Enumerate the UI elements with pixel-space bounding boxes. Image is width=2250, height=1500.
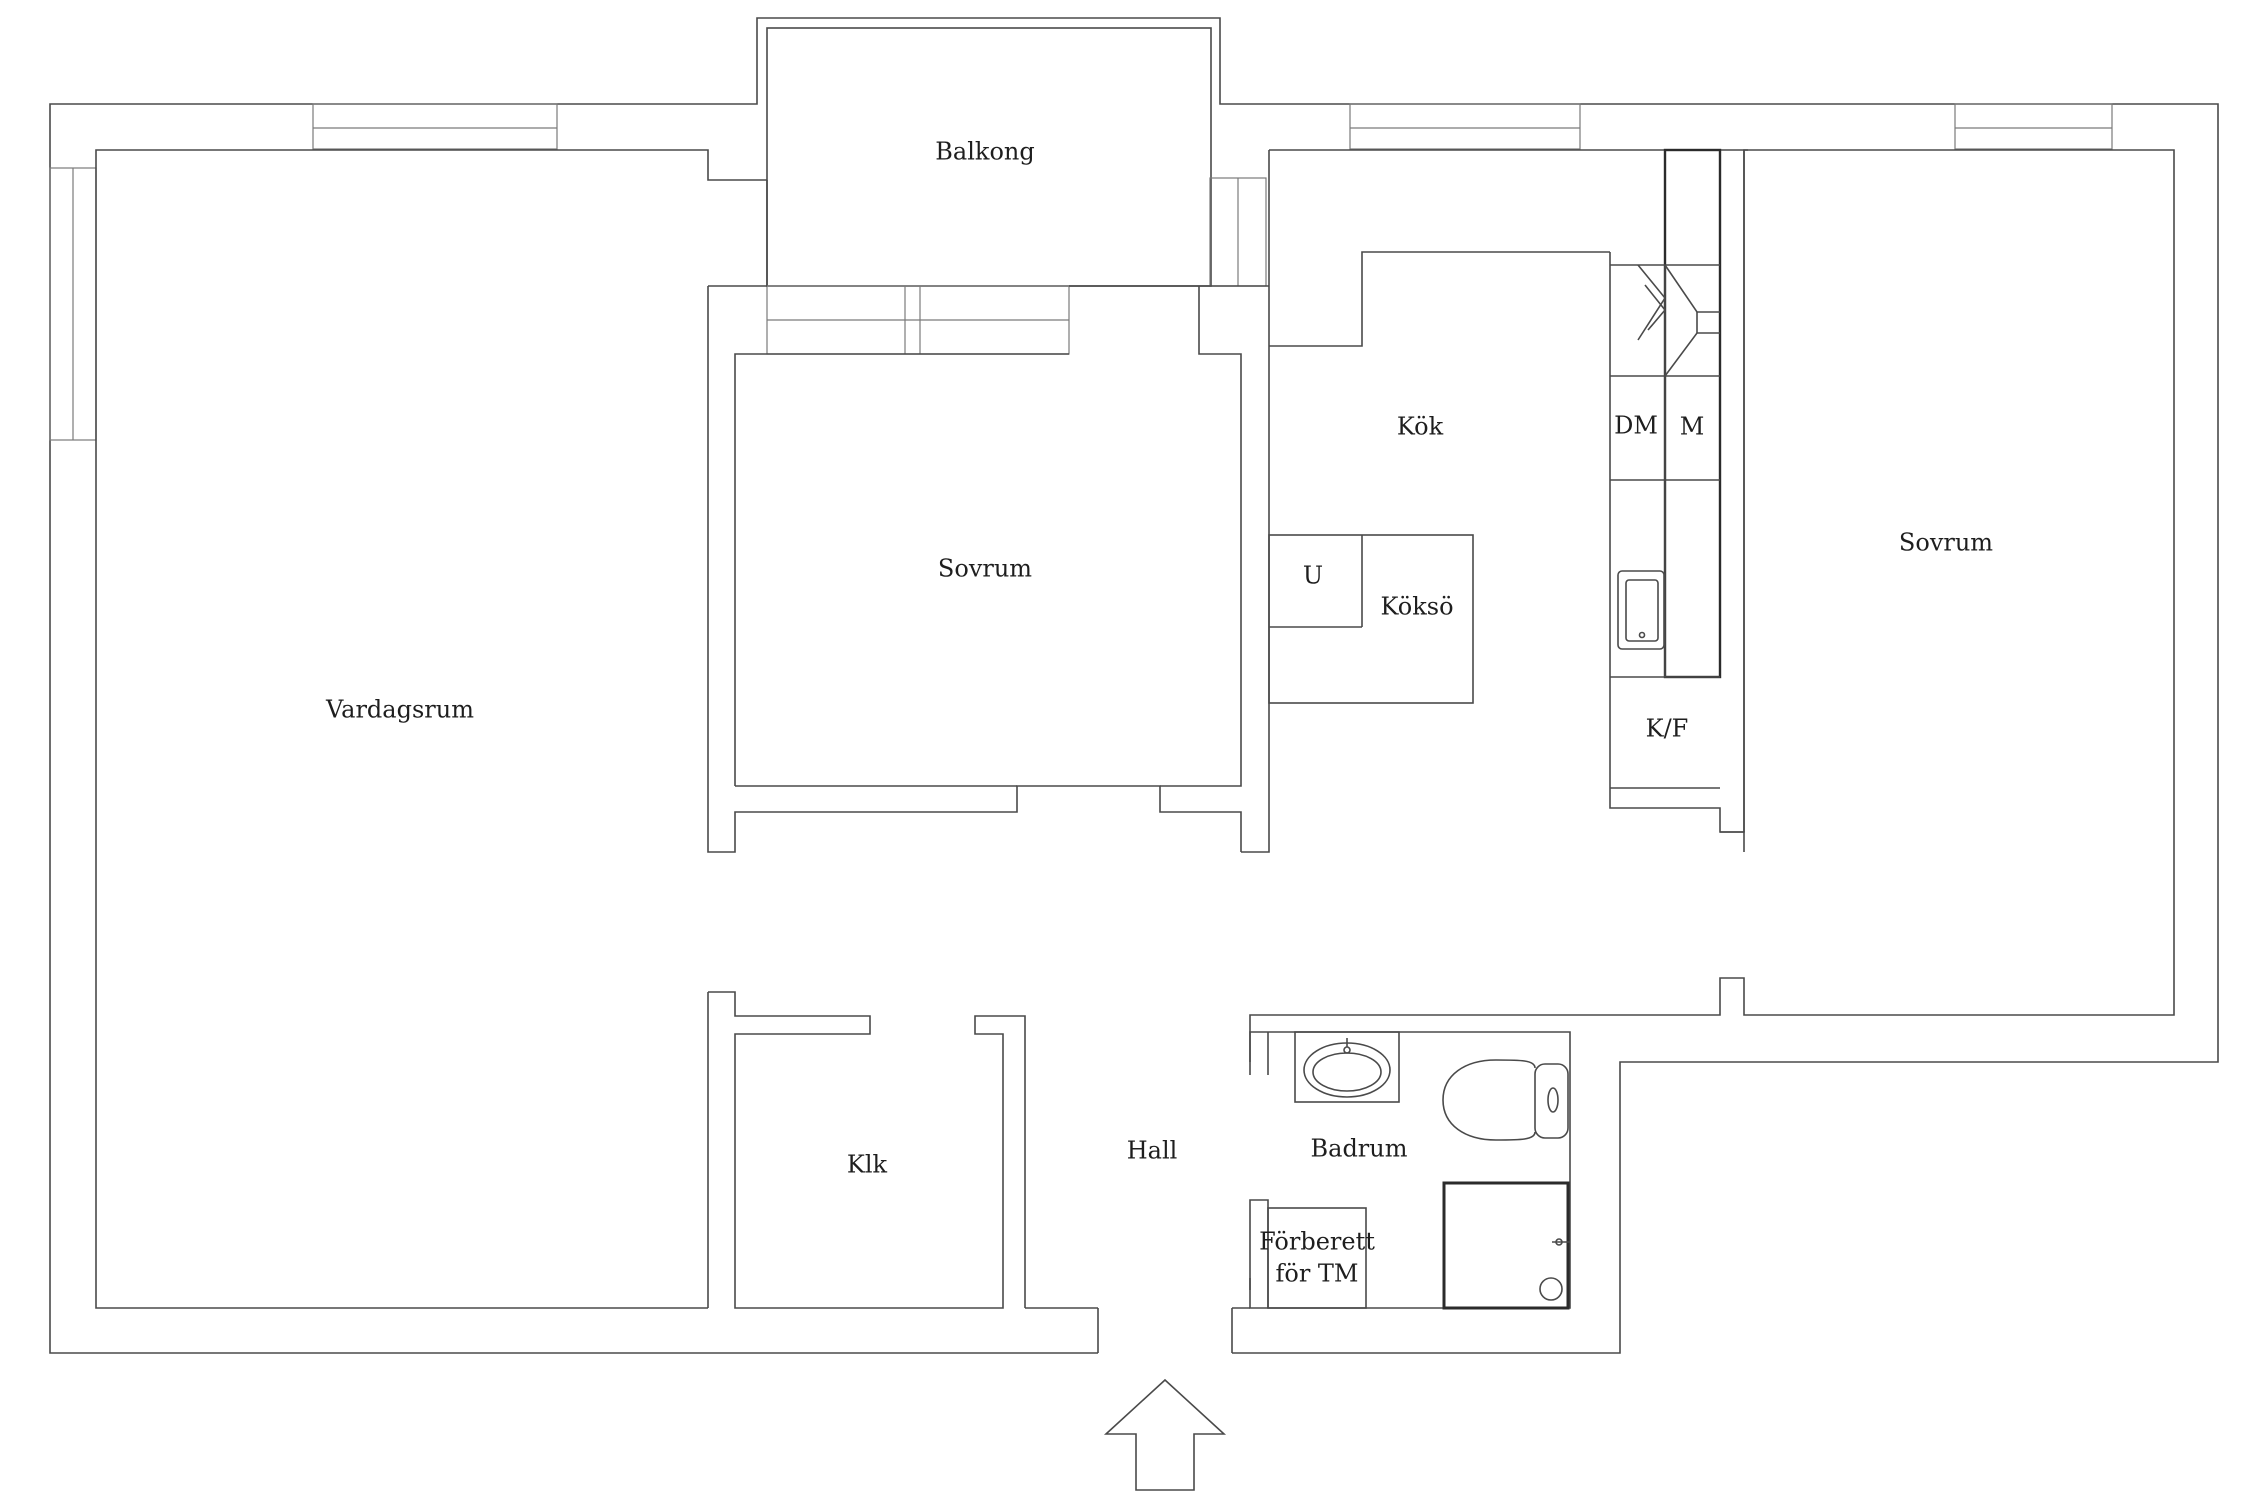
room-label-sovrum-center: Sovrum [938, 555, 1032, 583]
kitchen-sink-icon [1617, 570, 1665, 650]
fixture-label-oven: U [1303, 562, 1323, 590]
fixture-label-fridge-freezer: K/F [1646, 715, 1689, 743]
room-label-hall: Hall [1127, 1137, 1178, 1165]
kitchen-counter [1610, 148, 1722, 789]
toilet-icon [1442, 1059, 1569, 1141]
room-label-badrum: Badrum [1311, 1135, 1408, 1163]
room-label-klk: Klk [847, 1151, 888, 1179]
fixture-label-washer-prep-2: för TM [1275, 1260, 1358, 1288]
windows [49, 103, 2113, 441]
room-label-sovrum-right: Sovrum [1899, 529, 1993, 557]
room-label-kok: Kök [1397, 413, 1444, 441]
bedroom-right-walls [1249, 149, 2175, 1062]
fixture-label-microwave: M [1680, 413, 1705, 441]
closet-walls [707, 991, 1026, 1309]
room-label-balkong: Balkong [935, 138, 1034, 166]
stove-hood-icon [1637, 264, 1720, 377]
fixture-label-island: Köksö [1380, 593, 1453, 621]
bedroom-center-walls [708, 150, 1270, 853]
entrance-arrow-icon [1103, 1378, 1227, 1491]
room-label-vardagsrum: Vardagsrum [325, 696, 474, 724]
shower-icon [1442, 1181, 1570, 1310]
living-room-walls [95, 149, 1242, 1309]
fixture-label-dishwasher: DM [1614, 412, 1658, 440]
fixture-label-washer-prep-1: Förberett [1259, 1228, 1375, 1256]
bathroom-walls [1249, 1031, 1571, 1309]
sink-icon [1294, 1031, 1400, 1103]
